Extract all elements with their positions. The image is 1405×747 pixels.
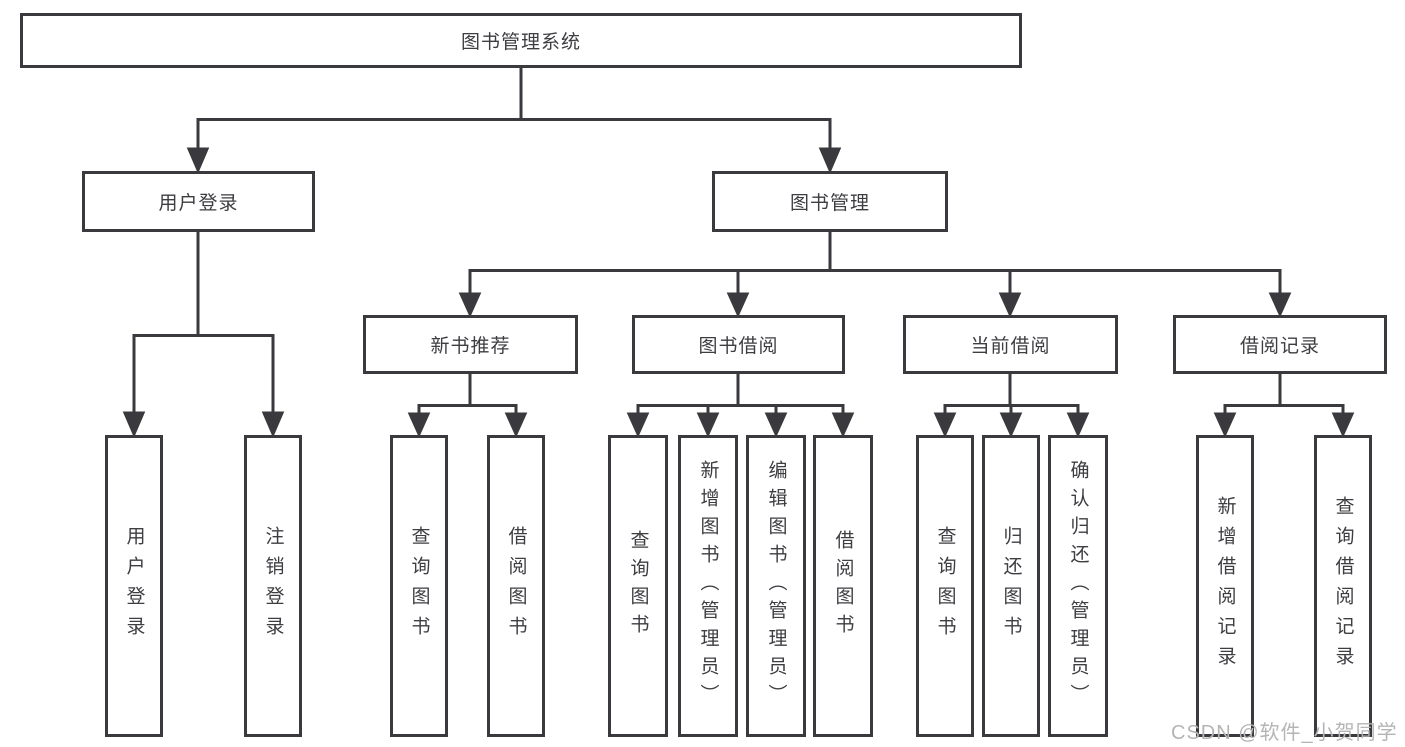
leaf-user-login: 用户登录 [105, 435, 163, 737]
leaf-query-books-current: 查询图书 [916, 435, 974, 737]
node-library-management-system: 图书管理系统 [20, 13, 1022, 68]
node-user-login: 用户登录 [82, 171, 315, 232]
csdn-watermark: CSDN @软件_小贺同学 [1171, 722, 1398, 744]
node-book-management: 图书管理 [712, 171, 948, 232]
node-new-book-recommend: 新书推荐 [363, 315, 578, 374]
leaf-query-borrow-record: 查询借阅记录 [1314, 435, 1372, 737]
leaf-query-books-borrow: 查询图书 [608, 435, 668, 737]
node-current-borrow: 当前借阅 [903, 315, 1118, 374]
node-borrow-records: 借阅记录 [1173, 315, 1387, 374]
leaf-add-books-admin: 新增图书（管理员） [678, 435, 738, 737]
node-book-borrow: 图书借阅 [632, 315, 845, 374]
leaf-logout: 注销登录 [244, 435, 302, 737]
leaf-return-books: 归还图书 [982, 435, 1040, 737]
leaf-edit-books-admin: 编辑图书（管理员） [746, 435, 806, 737]
leaf-borrow-books-borrow: 借阅图书 [813, 435, 873, 737]
leaf-confirm-return-admin: 确认归还（管理员） [1048, 435, 1108, 737]
leaf-borrow-books-newbook: 借阅图书 [487, 435, 545, 737]
leaf-query-books-newbook: 查询图书 [390, 435, 448, 737]
leaf-add-borrow-record: 新增借阅记录 [1196, 435, 1254, 737]
